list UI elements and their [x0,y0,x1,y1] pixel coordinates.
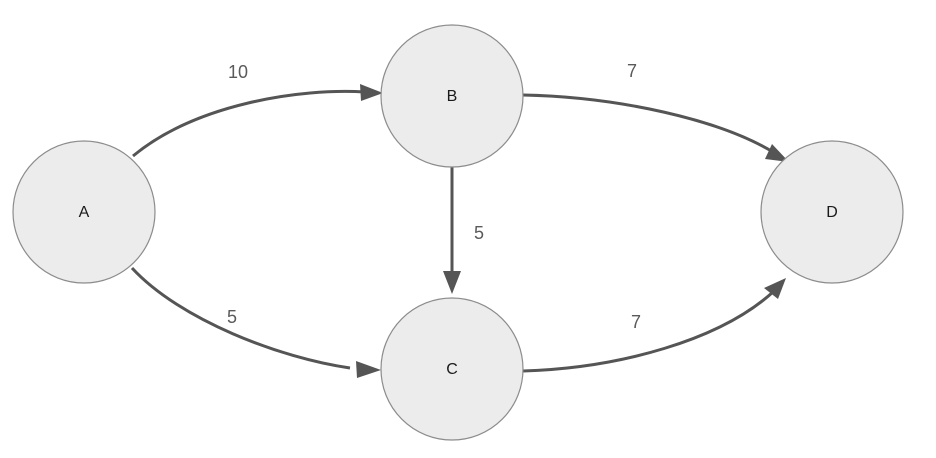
edge-b-to-c-arrowhead [443,271,461,294]
edge-c-to-d-arrowhead [764,278,786,299]
edge-c-to-d[interactable]: 7 [522,278,786,373]
node-a-circle [12,140,156,284]
edge-label-b-to-d: 7 [627,61,637,81]
node-d-circle [760,140,904,284]
node-b[interactable]: B [380,24,524,168]
edge-a-to-c-arrowhead [356,361,381,378]
node-c[interactable]: C [380,297,524,441]
node-c-circle [380,297,524,441]
edge-label-a-to-b: 10 [228,62,248,82]
edge-a-to-b[interactable]: 10 [132,62,383,158]
edge-b-to-d[interactable]: 7 [522,61,789,162]
edge-b-to-c[interactable]: 5 [443,167,484,294]
node-a[interactable]: A [12,140,156,284]
edge-a-to-b-arrowhead [360,84,383,101]
edge-label-a-to-c: 5 [227,307,237,327]
edge-a-to-b-path [132,89,366,158]
edge-label-b-to-c: 5 [474,223,484,243]
edge-b-to-d-arrowhead [765,144,789,162]
node-b-circle [380,24,524,168]
edge-a-to-c-path [130,266,351,370]
node-d[interactable]: D [760,140,904,284]
edge-b-to-d-path [522,93,774,154]
edge-label-c-to-d: 7 [631,312,641,332]
edge-a-to-c[interactable]: 5 [130,266,381,378]
edge-c-to-d-path [522,290,775,373]
